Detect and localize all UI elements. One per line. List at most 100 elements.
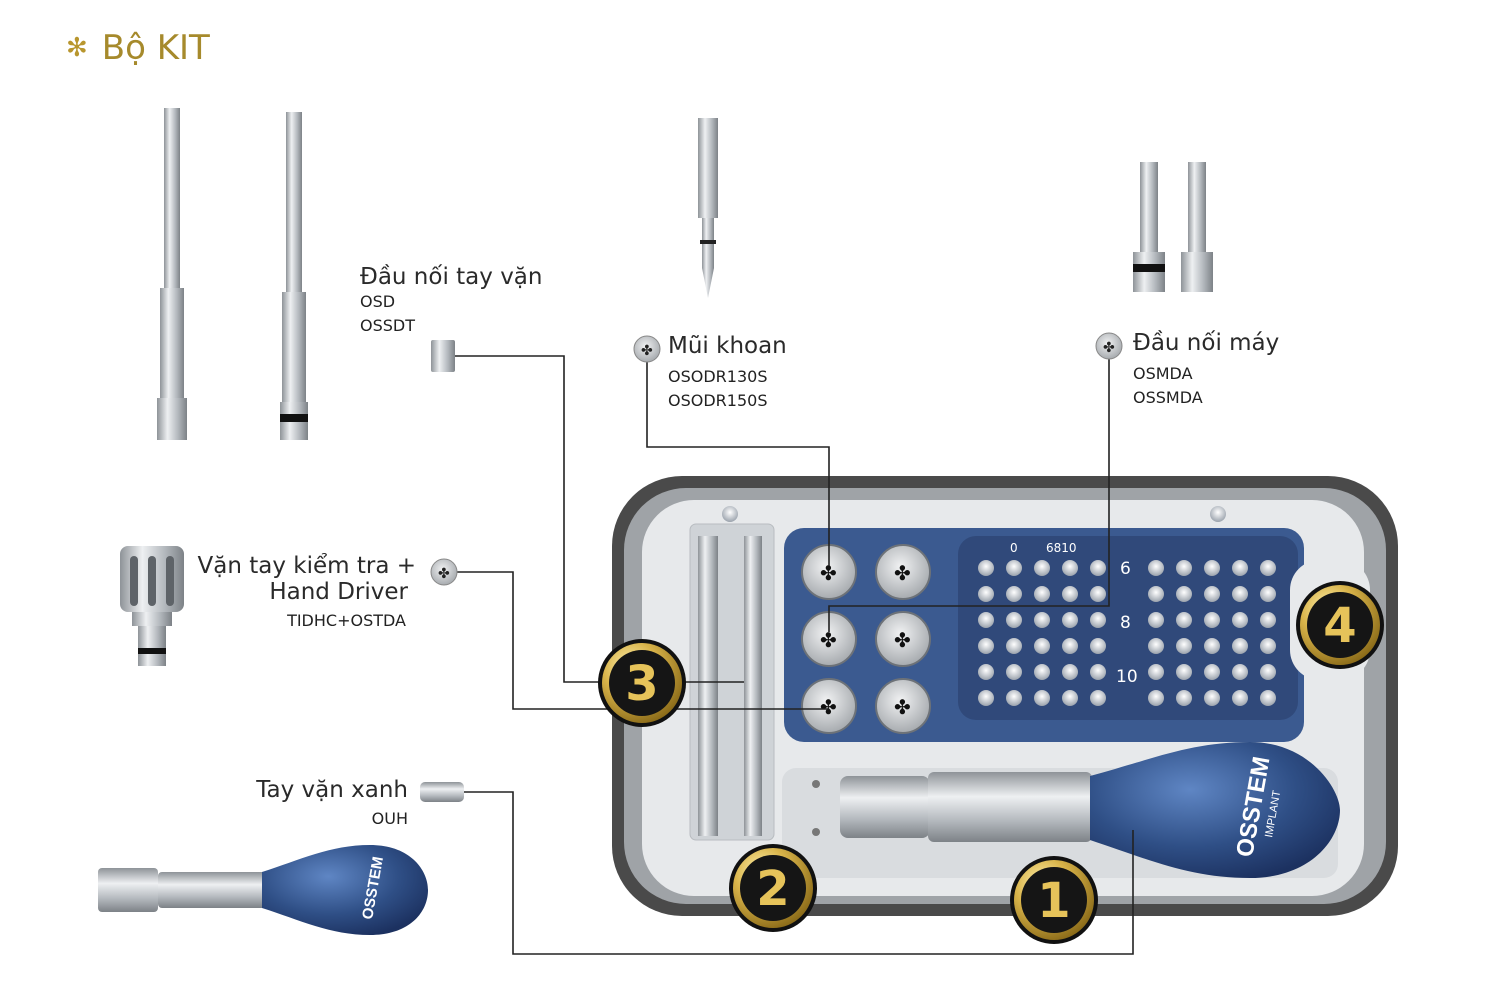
drill-socket xyxy=(875,544,931,600)
depth-hole xyxy=(1260,560,1276,576)
depth-hole xyxy=(1148,586,1164,602)
drill-socket xyxy=(875,678,931,734)
depth-hole xyxy=(1260,612,1276,628)
label-blue-driver-code: OUH xyxy=(371,809,408,828)
depth-hole xyxy=(1204,664,1220,680)
label-handle-connector-code-1: OSD xyxy=(360,292,396,311)
label-blue-driver-name: Tay vặn xanh xyxy=(256,777,408,803)
blue-hand-driver: OSSTEM xyxy=(98,845,428,935)
machine-connector-1 xyxy=(1133,162,1165,292)
depth-hole xyxy=(1176,690,1192,706)
machine-connector-2 xyxy=(1181,162,1213,292)
depth-hole xyxy=(1090,638,1106,654)
label-blue-driver: Tay vặn xanh OUH xyxy=(206,777,408,831)
depth-hole xyxy=(1062,560,1078,576)
handle-connector-part xyxy=(431,340,455,372)
depth-hole xyxy=(1148,638,1164,654)
depth-hole xyxy=(1232,586,1248,602)
depth-hole xyxy=(1062,690,1078,706)
depth-hole xyxy=(1260,638,1276,654)
socket-glyph: ✤ xyxy=(820,628,837,652)
depth-mark-8: 8 xyxy=(1120,613,1131,633)
depth-mark-10: 10 xyxy=(1116,667,1138,687)
label-drill-code-2: OSODR150S xyxy=(668,391,768,410)
drill-bit xyxy=(698,118,718,298)
torque-hand-driver xyxy=(120,546,184,666)
depth-hole xyxy=(1006,664,1022,680)
label-handle-connector: Đầu nối tay vặn OSD OSSDT xyxy=(360,264,542,338)
depth-hole xyxy=(1090,690,1106,706)
page-title: ✻ Bộ KIT xyxy=(66,28,210,68)
socket-glyph: ✤ xyxy=(894,561,911,585)
depth-hole xyxy=(1232,690,1248,706)
depth-hole xyxy=(978,560,994,576)
depth-hole xyxy=(1176,560,1192,576)
number-badge: 2 xyxy=(729,844,817,932)
depth-hole xyxy=(1006,612,1022,628)
long-driver-2 xyxy=(280,112,308,440)
label-torque-driver: Vặn tay kiểm tra + Hand Driver TIDHC+OST… xyxy=(190,553,416,633)
depth-hole xyxy=(1204,638,1220,654)
svg-text:✤: ✤ xyxy=(1103,340,1115,356)
depth-hole xyxy=(1232,638,1248,654)
depth-hole xyxy=(1090,560,1106,576)
depth-hole xyxy=(1034,560,1050,576)
depth-hole xyxy=(1204,690,1220,706)
depth-hole xyxy=(1006,586,1022,602)
socket-glyph: ✤ xyxy=(820,561,837,585)
marker-glyphs: ✤ ✤ ✤ xyxy=(438,340,1115,582)
label-handle-connector-code-2: OSSDT xyxy=(360,316,415,335)
depth-hole xyxy=(1176,586,1192,602)
label-machine-connector-code-2: OSSMDA xyxy=(1133,388,1203,407)
label-drill-code-1: OSODR130S xyxy=(668,367,768,386)
depth-hole xyxy=(1090,586,1106,602)
depth-hole xyxy=(1176,664,1192,680)
depth-hole xyxy=(1090,612,1106,628)
depth-hole xyxy=(1260,690,1276,706)
number-badge: 3 xyxy=(598,639,686,727)
depth-mark-top: 6810 xyxy=(1046,541,1077,555)
depth-hole xyxy=(1034,690,1050,706)
label-machine-connector: Đầu nối máy OSMDA OSSMDA xyxy=(1133,330,1279,410)
depth-hole xyxy=(1062,638,1078,654)
depth-hole xyxy=(1232,612,1248,628)
label-torque-driver-name-1: Vặn tay kiểm tra + xyxy=(197,553,416,579)
depth-hole xyxy=(978,612,994,628)
depth-hole xyxy=(1062,586,1078,602)
depth-hole xyxy=(1204,560,1220,576)
svg-text:✤: ✤ xyxy=(641,343,653,359)
depth-hole xyxy=(1260,664,1276,680)
depth-hole xyxy=(1006,638,1022,654)
depth-hole xyxy=(1260,586,1276,602)
depth-hole xyxy=(1034,586,1050,602)
number-badge: 4 xyxy=(1296,581,1384,669)
label-machine-connector-code-1: OSMDA xyxy=(1133,364,1193,383)
label-drill: Mũi khoan OSODR130S OSODR150S xyxy=(668,333,787,413)
depth-hole xyxy=(1232,560,1248,576)
depth-hole xyxy=(1204,612,1220,628)
kit-tray: OSSTEM IMPLANT xyxy=(612,476,1398,916)
drill-socket xyxy=(875,611,931,667)
depth-hole xyxy=(1062,612,1078,628)
depth-hole xyxy=(978,638,994,654)
socket-glyph: ✤ xyxy=(894,695,911,719)
depth-hole xyxy=(1176,612,1192,628)
depth-hole xyxy=(978,664,994,680)
page-title-text: Bộ KIT xyxy=(101,28,210,68)
svg-text:✤: ✤ xyxy=(438,566,450,582)
depth-mark-6: 6 xyxy=(1120,559,1131,579)
depth-hole xyxy=(1006,560,1022,576)
number-badge-label: 4 xyxy=(1323,598,1356,654)
blue-driver-icon xyxy=(420,782,464,802)
label-torque-driver-name-2: Hand Driver xyxy=(269,579,408,605)
depth-hole xyxy=(1176,638,1192,654)
number-badge: 1 xyxy=(1010,856,1098,944)
depth-hole xyxy=(1148,612,1164,628)
number-badge-label: 1 xyxy=(1037,873,1070,929)
number-badges: 3 4 2 1 xyxy=(598,581,1384,944)
depth-hole xyxy=(1006,690,1022,706)
number-badge-label: 2 xyxy=(756,861,789,917)
number-badge-label: 3 xyxy=(625,656,658,712)
depth-hole xyxy=(1148,560,1164,576)
